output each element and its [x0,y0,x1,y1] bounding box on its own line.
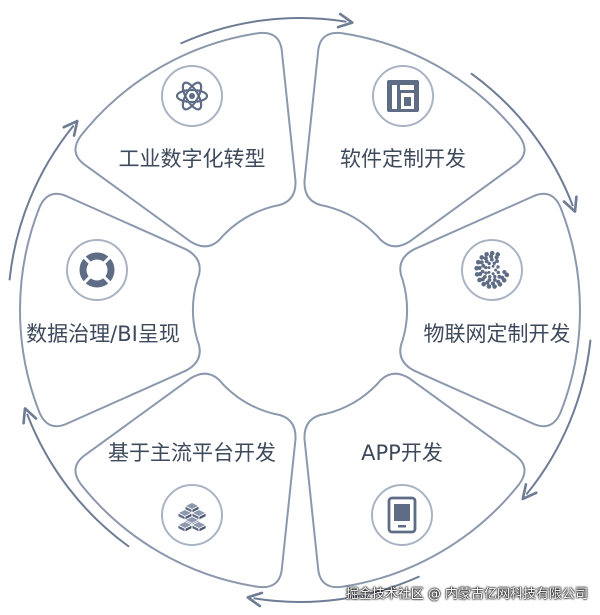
segment-label-iot: 物联网定制开发 [424,322,571,346]
cycle-arrow-4 [246,575,420,608]
segment-platform [74,372,297,589]
cycle-arrow-3 [521,339,592,501]
segment-data [19,192,201,428]
cycle-arrow-2 [470,72,578,213]
segment-label-industry: 工业数字化转型 [119,147,266,171]
dotted-globe-icon [461,239,523,301]
segment-app [303,372,526,589]
segmented-ring-icon [66,239,128,301]
cycle-arrows [8,12,592,608]
segment-software [303,31,526,248]
cycle-arrow-6 [8,119,79,281]
segment-label-data: 数据治理/BI呈现 [26,322,180,346]
tablet-icon [371,484,433,546]
icons-layer [66,65,523,546]
layout-panel-icon [372,65,434,127]
segment-label-app: APP开发 [361,441,443,465]
cube-stack-icon [161,484,223,546]
cycle-arrow-5 [22,407,130,548]
cycle-arrow-1 [180,12,354,45]
segment-label-software: 软件定制开发 [340,147,466,171]
atom-icon [161,65,223,127]
labels-layer: 工业数字化转型 软件定制开发 物联网定制开发 APP开发 基于主流平台开发 数据… [26,147,570,465]
segment-industry [74,31,297,248]
watermark: 掘金技术社区 @ 内蒙古亿网科技有限公司 [345,587,588,602]
segment-label-platform: 基于主流平台开发 [108,441,276,465]
segment-iot [399,192,581,428]
segments-layer [19,31,581,589]
